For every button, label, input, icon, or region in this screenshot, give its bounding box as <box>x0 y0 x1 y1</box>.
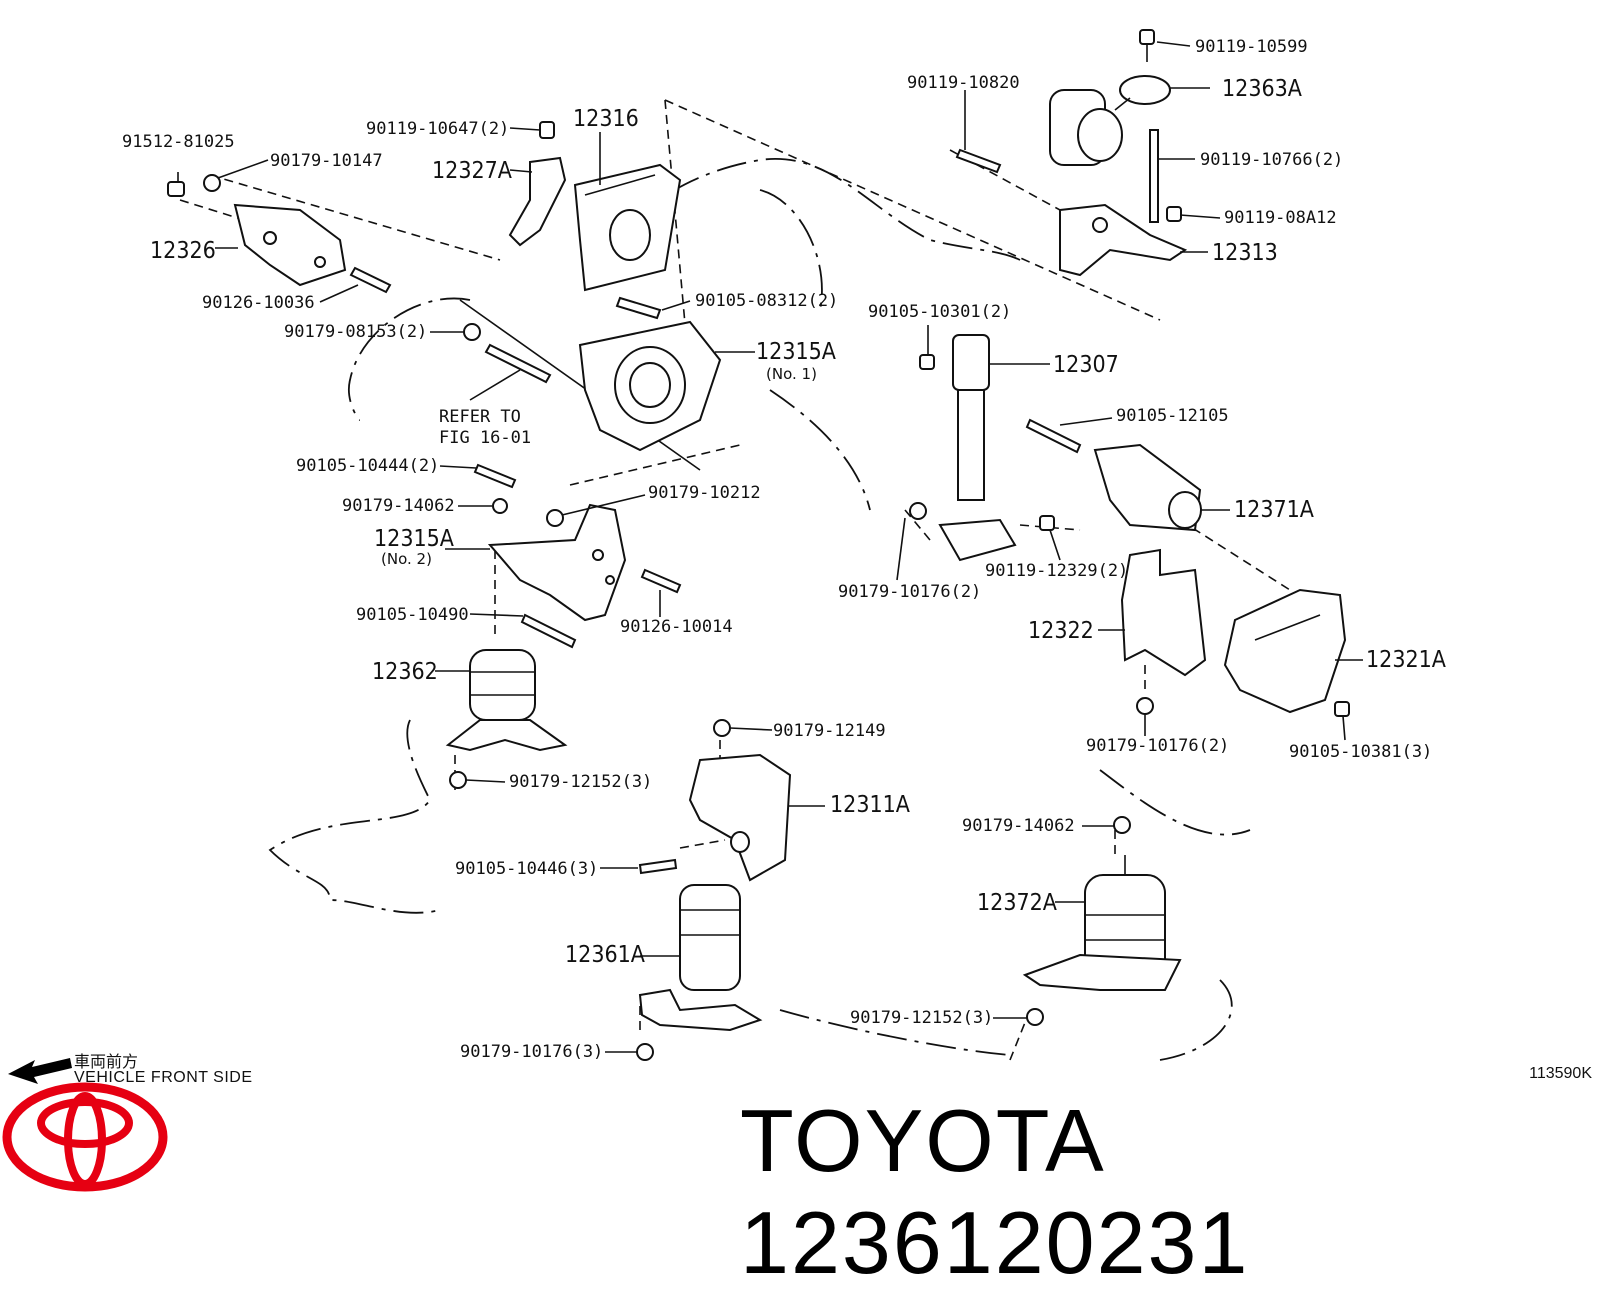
label-fig-16-01: FIG 16-01 <box>439 428 531 448</box>
label-91512-81025: 91512-81025 <box>122 132 235 152</box>
part-90179-10176-nut-c <box>636 1043 654 1061</box>
label-12372A: 12372A <box>977 890 1057 916</box>
part-90105-10444-bolt <box>473 463 517 489</box>
part-12321A-bracket <box>1223 588 1347 714</box>
part-90126-10036-stud <box>349 266 392 294</box>
label-90105-10381: 90105-10381(3) <box>1289 742 1432 762</box>
label-12307: 12307 <box>1053 352 1119 378</box>
part-90119-12329-bolt <box>1039 515 1055 531</box>
brand-part-title: TOYOTA 1236120231 <box>740 1091 1250 1292</box>
part-90179-12152-nut-b <box>1026 1008 1044 1026</box>
part-stud-refer <box>484 343 552 384</box>
part-90119-10647-bolt <box>539 121 555 139</box>
label-90105-10301: 90105-10301(2) <box>868 302 1011 322</box>
part-90105-12105-bolt <box>1025 418 1082 454</box>
part-12311A-bracket <box>688 753 792 882</box>
engine-outline <box>268 158 1251 1061</box>
label-90179-14062-b: 90179-14062 <box>962 816 1075 836</box>
label-12315A-no2: 12315A <box>374 526 454 552</box>
label-90105-10446: 90105-10446(3) <box>455 859 598 879</box>
part-90179-10176-nut-b <box>1136 697 1154 715</box>
figure-code: 113590K <box>1529 1065 1592 1082</box>
label-12315A-no1: 12315A <box>756 339 836 365</box>
part-90105-10446-bolt <box>638 858 678 875</box>
part-90119-10766-bolt <box>1149 129 1159 223</box>
part-12322-bracket <box>1120 548 1207 677</box>
part-90105-10301-bolt <box>919 354 935 370</box>
part-90179-12152-nut-a <box>449 771 467 789</box>
label-90119-10599: 90119-10599 <box>1195 37 1308 57</box>
part-12371A-bracket <box>1093 443 1202 532</box>
label-90179-14062-a: 90179-14062 <box>342 496 455 516</box>
part-90105-10381-bolt <box>1334 701 1350 717</box>
label-90105-08312: 90105-08312(2) <box>695 291 838 311</box>
label-90119-10766: 90119-10766(2) <box>1200 150 1343 170</box>
part-12313-bracket <box>1059 203 1188 277</box>
label-90105-10490: 90105-10490 <box>356 605 469 625</box>
part-90179-14062-nut-b <box>1113 816 1131 834</box>
label-90126-10014: 90126-10014 <box>620 617 733 637</box>
label-90105-10444: 90105-10444(2) <box>296 456 439 476</box>
part-12372A-mount <box>1022 855 1182 991</box>
part-90179-14062-nut-a <box>492 498 508 514</box>
part-90179-10212-nut <box>546 509 564 527</box>
label-12311A: 12311A <box>830 792 910 818</box>
label-12322: 12322 <box>1028 618 1094 644</box>
toyota-logo-icon <box>2 1082 168 1192</box>
label-90119-08A12: 90119-08A12 <box>1224 208 1337 228</box>
part-12307-rod <box>938 334 1017 562</box>
label-90179-12149: 90179-12149 <box>773 721 886 741</box>
label-90126-10036: 90126-10036 <box>202 293 315 313</box>
part-90179-10176-nut-a <box>909 502 927 520</box>
label-refer-to: REFER TO <box>439 407 521 427</box>
leader-lines <box>177 41 1363 1053</box>
part-90119-08A12-bolt <box>1166 206 1182 222</box>
label-90179-10176-b: 90179-10176(2) <box>1086 736 1229 756</box>
vehicle-front-english: VEHICLE FRONT SIDE <box>74 1069 253 1086</box>
label-90179-12152-a: 90179-12152(3) <box>509 772 652 792</box>
label-12371A: 12371A <box>1234 497 1314 523</box>
parts-diagram: 91512-81025 90179-10147 12326 90126-1003… <box>2 29 1446 1192</box>
part-90119-10820-bolt <box>955 148 1002 174</box>
label-90179-12152-b: 90179-12152(3) <box>850 1008 993 1028</box>
part-90119-10599-bolt <box>1139 29 1155 62</box>
label-12363A: 12363A <box>1222 76 1302 102</box>
part-90179-08153-nut <box>463 323 481 341</box>
part-12363A-mount <box>1049 75 1171 166</box>
label-90179-10176-a: 90179-10176(2) <box>838 582 981 602</box>
label-12316: 12316 <box>573 106 639 132</box>
part-90179-12149-nut <box>713 719 731 737</box>
label-12313: 12313 <box>1212 240 1278 266</box>
label-90179-10147: 90179-10147 <box>270 151 383 171</box>
part-12315A-no1-bracket <box>578 320 722 452</box>
part-90105-10490-bolt <box>520 613 577 649</box>
part-labels: 91512-81025 90179-10147 12326 90126-1003… <box>122 37 1446 1062</box>
label-90119-12329: 90119-12329(2) <box>985 561 1128 581</box>
label-90179-08153: 90179-08153(2) <box>284 322 427 342</box>
part-12362-mount <box>445 649 568 752</box>
label-12315A-no1-sub: (No. 1) <box>766 365 817 383</box>
label-12315A-no2-sub: (No. 2) <box>381 550 432 568</box>
label-90179-10212: 90179-10212 <box>648 483 761 503</box>
label-90119-10647: 90119-10647(2) <box>366 119 509 139</box>
part-12327A-bracket <box>508 156 567 247</box>
label-12327A: 12327A <box>432 158 512 184</box>
label-12361A: 12361A <box>565 942 645 968</box>
part-12361A-mount <box>638 884 763 1032</box>
label-90179-10176-c: 90179-10176(3) <box>460 1042 603 1062</box>
part-91512-bolt <box>167 181 185 197</box>
label-90119-10820: 90119-10820 <box>907 73 1020 93</box>
vehicle-front-japanese: 車両前方 <box>74 1052 139 1071</box>
vehicle-front-arrow-icon <box>8 1058 72 1084</box>
label-90105-12105: 90105-12105 <box>1116 406 1229 426</box>
part-90179-10147-nut <box>203 174 221 192</box>
part-12315A-no2-bracket <box>487 503 627 622</box>
part-90105-08312-bolt <box>615 296 662 320</box>
label-12326: 12326 <box>150 238 216 264</box>
part-90126-10014-stud <box>640 568 682 594</box>
label-12321A: 12321A <box>1366 647 1446 673</box>
label-12362: 12362 <box>372 659 438 685</box>
part-12326-bracket <box>233 203 347 287</box>
part-12316-plate <box>573 163 682 292</box>
